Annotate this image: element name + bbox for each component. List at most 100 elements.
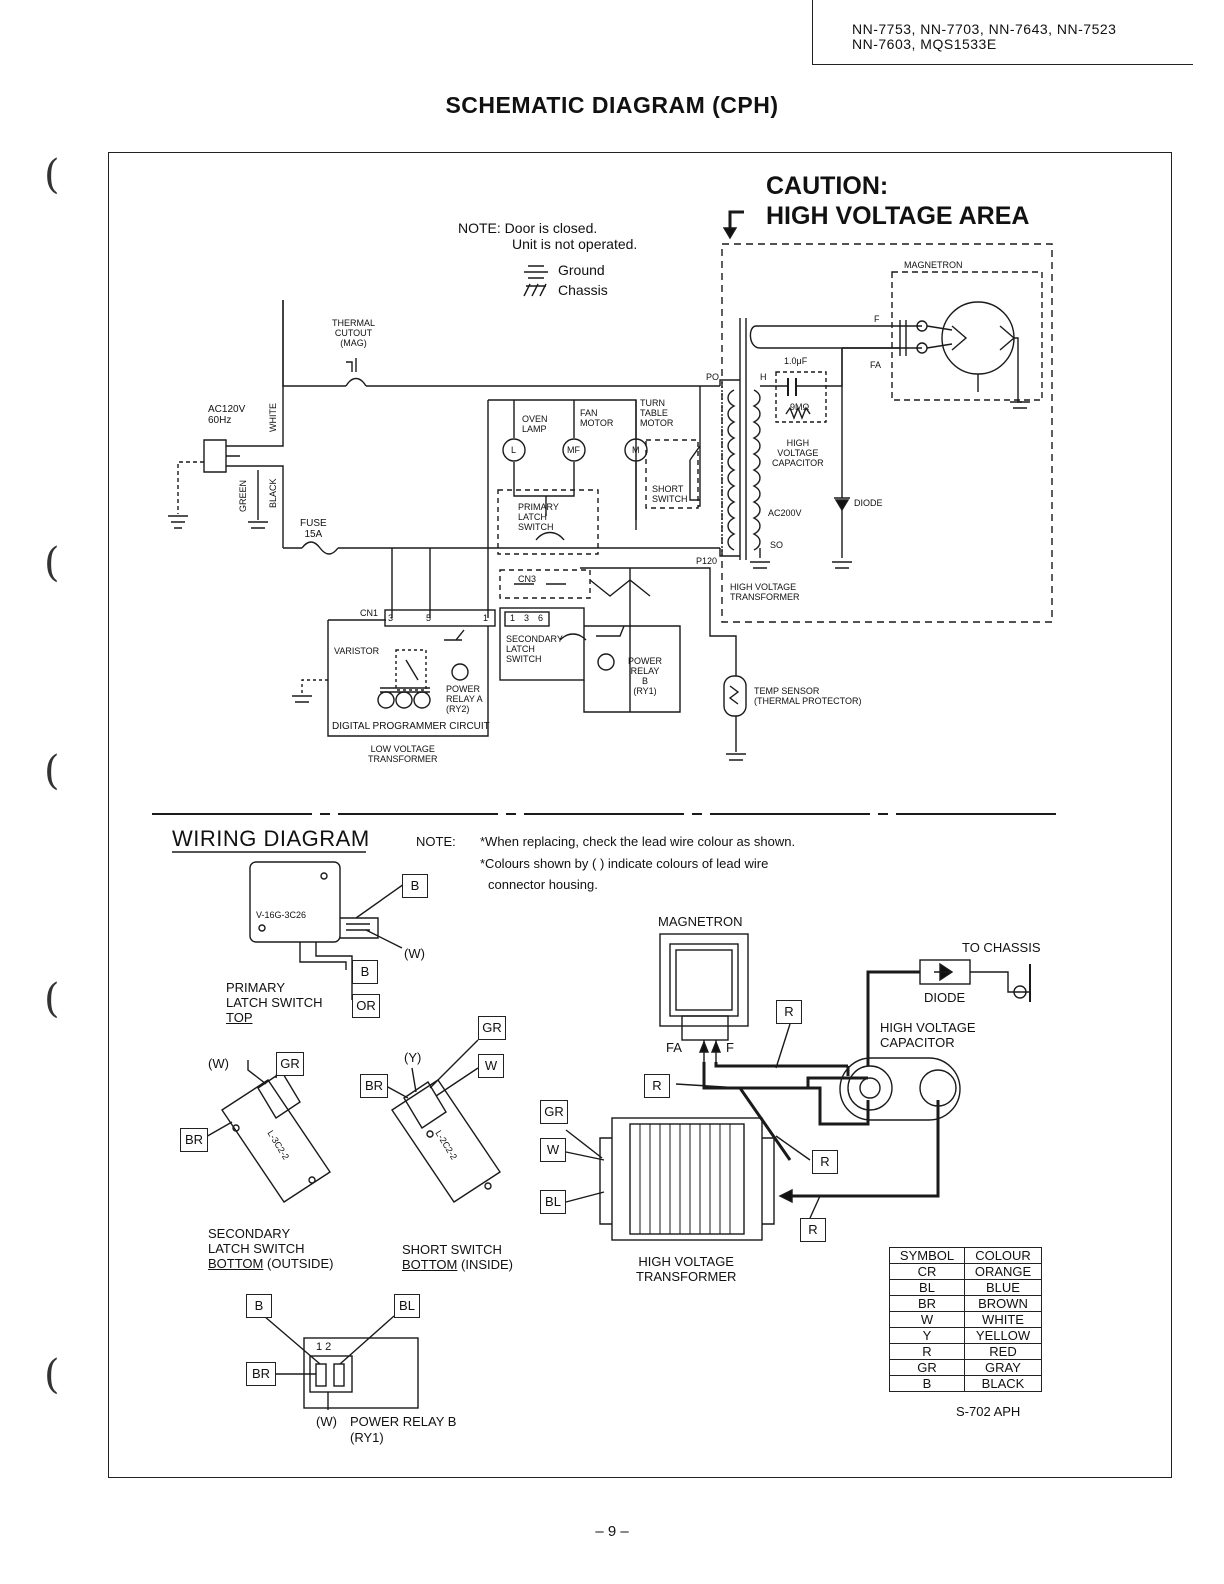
legend-colour: WHITE xyxy=(964,1311,1042,1328)
load-taps xyxy=(513,400,637,438)
secondary-latch-line: LATCH xyxy=(506,644,535,654)
short-switch-contact xyxy=(689,445,701,501)
wiring-note-2: *Colours shown by ( ) indicate colours o… xyxy=(480,856,769,871)
primary-latch-contact xyxy=(535,496,565,541)
hv-transformer-line: HIGH VOLTAGE xyxy=(730,582,797,592)
wiring-capacitor-line: HIGH VOLTAGE xyxy=(880,1020,976,1035)
wiring-diagram-title: WIRING DIAGRAM xyxy=(172,826,370,851)
wiring-diode-symbol xyxy=(934,962,954,982)
lvt-coil xyxy=(377,691,395,709)
secondary-latch-box xyxy=(499,607,585,681)
relay-wire-b xyxy=(263,1315,321,1365)
primary-switch-hole xyxy=(258,924,266,932)
s0-label: SO xyxy=(770,540,784,550)
p120-label: P120 xyxy=(696,556,718,566)
relay-terminal xyxy=(315,1363,327,1387)
colour-box-r: R xyxy=(812,1150,838,1174)
relay-b-line: B xyxy=(642,676,649,686)
p0-lead xyxy=(719,379,740,386)
legend-symbol: GR xyxy=(889,1359,965,1376)
cn1-leads xyxy=(391,548,489,618)
p0-label: PO xyxy=(706,372,720,382)
primary-wire-b xyxy=(355,883,405,919)
wiring-magnetron-base xyxy=(681,1015,729,1041)
schematic-note-2: Unit is not operated. xyxy=(512,236,638,252)
primary-switch-body xyxy=(249,861,341,943)
f-label: F xyxy=(874,314,880,324)
colour-box-gr: GR xyxy=(276,1052,304,1076)
wiring-transformer-label: HIGH VOLTAGE TRANSFORMER xyxy=(636,1254,736,1284)
plug-ground-lead xyxy=(177,461,204,514)
diode-to-chassis xyxy=(970,971,1030,993)
wiring-capacitor-line: CAPACITOR xyxy=(880,1035,955,1050)
legend-symbol: W xyxy=(889,1311,965,1328)
short-y-label: (Y) xyxy=(404,1050,422,1065)
hv-arrow xyxy=(728,210,744,232)
secondary-latch-line: SWITCH xyxy=(506,654,542,664)
binder-hole-mark: ( xyxy=(44,748,60,794)
schematic-note-1: NOTE: Door is closed. xyxy=(458,220,598,236)
relay-pin-label: 1 2 xyxy=(316,1341,332,1353)
ac-supply-line: AC120V xyxy=(208,404,246,415)
legend-colour: RED xyxy=(964,1343,1042,1360)
varistor-label: VARISTOR xyxy=(334,646,380,656)
temp-sensor-body xyxy=(723,675,747,717)
secondary-switch-outside: (OUTSIDE) xyxy=(267,1256,334,1271)
relay-a-line: (RY2) xyxy=(446,704,470,714)
short-switch-wiring-line: SHORT SWITCH xyxy=(402,1242,502,1257)
temp-sensor-line: TEMP SENSOR xyxy=(754,686,820,696)
cap-to-diode xyxy=(796,348,843,387)
hv-transformer-label: HIGH VOLTAGE TRANSFORMER xyxy=(730,582,800,602)
short-switch-hole xyxy=(426,1130,434,1138)
primary-switch-hole xyxy=(320,872,328,880)
hv-area-box xyxy=(721,243,1053,623)
dpc-box xyxy=(327,620,489,737)
wiring-transformer-line: TRANSFORMER xyxy=(636,1269,737,1284)
secondary-switch-line: BOTTOM (OUTSIDE) xyxy=(208,1256,333,1271)
load-branch-frame xyxy=(487,399,637,548)
wiring-note-1: *When replacing, check the lead wire col… xyxy=(480,834,796,849)
wiring-capacitor-terminal-block xyxy=(847,1065,893,1111)
relay-sublabel: (RY1) xyxy=(350,1430,384,1445)
ac-plug-pins xyxy=(226,445,240,467)
turntable-motor-label: TURN TABLE MOTOR xyxy=(640,398,673,428)
short-switch-line: SHORT xyxy=(652,484,684,494)
short-switch-wiring-line: BOTTOM (INSIDE) xyxy=(402,1257,513,1272)
colour-box-w: W xyxy=(540,1138,566,1162)
cn1-connector xyxy=(384,609,496,627)
relay-b-contact xyxy=(596,625,625,637)
relay-a-line: POWER xyxy=(446,684,481,694)
filament-choke xyxy=(899,320,907,356)
varistor-symbol xyxy=(395,649,427,691)
cn-pin: 3 xyxy=(524,613,530,623)
caution-title: CAUTION: xyxy=(766,172,889,200)
lvt-coil xyxy=(395,691,413,709)
legend-colour: BLACK xyxy=(964,1375,1042,1392)
secondary-latch-contact xyxy=(559,633,587,641)
wire-bl xyxy=(565,1191,605,1203)
lvt-label: LOW VOLTAGE TRANSFORMER xyxy=(368,744,438,764)
wiring-magnetron-window xyxy=(675,949,733,1011)
transformer-core xyxy=(739,318,747,560)
green-chassis xyxy=(248,521,268,529)
colour-box-br: BR xyxy=(246,1362,276,1386)
short-switch-bottom: BOTTOM xyxy=(402,1257,458,1272)
primary-switch-tabs xyxy=(346,923,370,931)
short-switch-inside: (INSIDE) xyxy=(461,1257,513,1272)
primary-switch-line: PRIMARY xyxy=(226,980,285,995)
ac-supply-label: AC120V 60Hz xyxy=(208,404,245,426)
wiring-transformer-line: HIGH VOLTAGE xyxy=(638,1254,734,1269)
filament-to-tube xyxy=(926,325,953,349)
relay-b-line: RELAY xyxy=(630,666,660,676)
diode-chassis xyxy=(832,561,852,569)
cn-pin: 1 xyxy=(483,613,489,623)
relay-a-contact xyxy=(444,629,465,641)
ac200v-label: AC200V xyxy=(768,508,802,518)
ac-plug xyxy=(203,439,227,473)
secondary-switch-line: SECONDARY xyxy=(208,1226,291,1241)
cn-pin: 5 xyxy=(426,613,432,623)
